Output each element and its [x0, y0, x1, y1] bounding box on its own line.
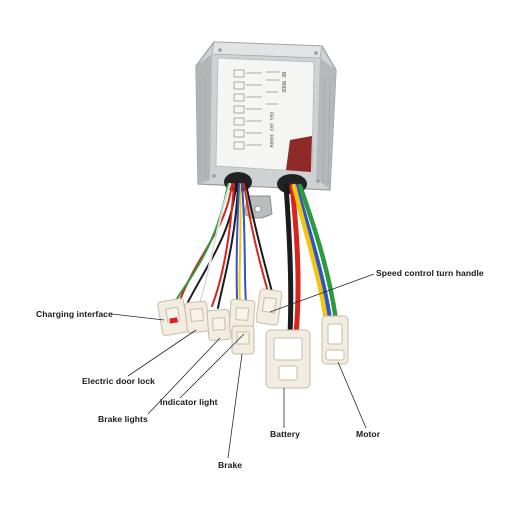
label-brake: Brake [218, 460, 243, 470]
thick-wire-bundle [283, 183, 339, 337]
speed-handle-connector [255, 288, 283, 326]
leader-speed [269, 273, 375, 313]
leader-charging [111, 313, 165, 321]
leader-door-lock [127, 329, 197, 377]
connectors [157, 288, 349, 389]
label-motor: Motor [356, 429, 381, 439]
leader-lines [111, 273, 375, 459]
label-electric-door-lock: Electric door lock [82, 376, 156, 386]
spec-plate: BE MODE REG 36V 1000W [215, 57, 315, 173]
label-charging-interface: Charging interface [36, 309, 113, 319]
label-speed-control: Speed control turn handle [376, 268, 484, 278]
battery-connector [265, 329, 311, 389]
brake-connector [231, 325, 255, 355]
leader-motor [337, 361, 367, 429]
leader-indicator [179, 333, 245, 399]
leader-brake-lights [147, 337, 221, 415]
door-lock-connector [184, 300, 210, 334]
label-battery: Battery [270, 429, 300, 439]
plate-title: BE MODE [280, 72, 286, 93]
label-brake-lights: Brake lights [98, 414, 148, 424]
leader-brake [227, 353, 243, 459]
plate-footer: REG 36V 1000W [268, 112, 274, 148]
charging-connector [157, 297, 189, 337]
motor-connector [321, 315, 349, 365]
label-indicator-light: Indicator light [160, 397, 218, 407]
brake-lights-connector [206, 308, 232, 342]
